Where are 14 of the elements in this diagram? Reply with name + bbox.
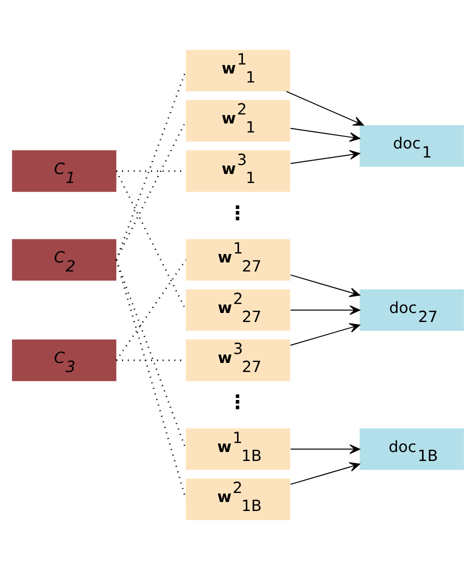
arrow <box>290 304 360 314</box>
connector <box>116 170 187 310</box>
connector <box>116 259 187 500</box>
arrow <box>290 150 360 164</box>
arrow <box>290 444 360 454</box>
connector <box>116 258 186 360</box>
connector <box>116 259 187 449</box>
label: ⋮ <box>228 200 248 224</box>
arrow <box>290 274 360 297</box>
arrow <box>290 322 360 346</box>
arrow <box>290 462 360 484</box>
arrow <box>290 127 360 142</box>
arrow <box>286 90 364 126</box>
label: ⋮ <box>228 390 248 414</box>
